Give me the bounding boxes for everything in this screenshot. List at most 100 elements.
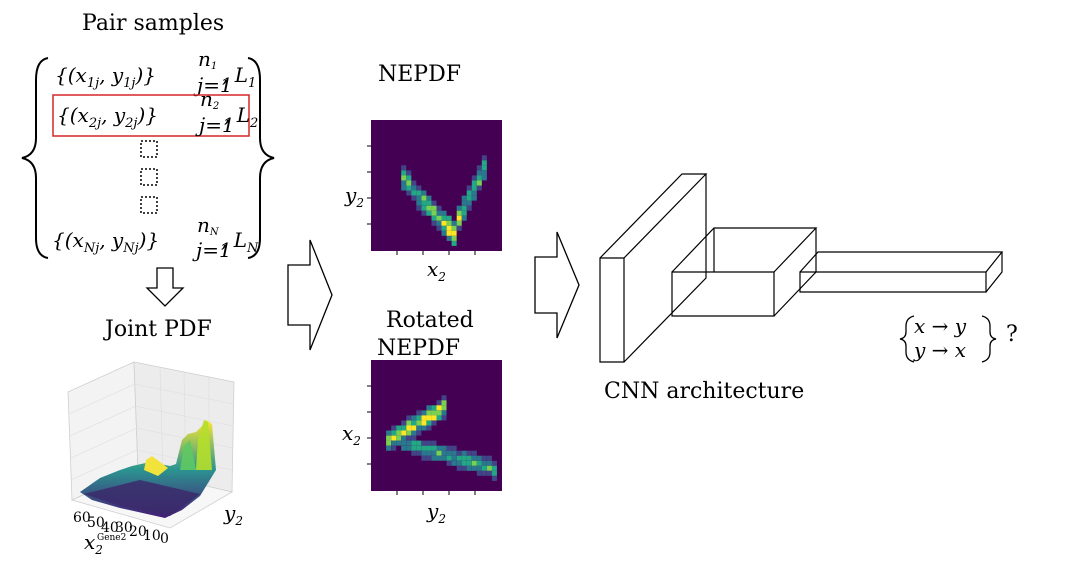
pair-row-1: {(x1j, y1j)} n1 j=1 , L1 — [55, 47, 256, 97]
heatmap-cell — [421, 450, 427, 456]
heatmap-cell — [436, 225, 442, 231]
rotated-title-line1: Rotated — [386, 308, 474, 333]
heatmap-cell — [411, 435, 417, 441]
heatmap-cell — [446, 230, 452, 236]
heatmap-cell — [401, 440, 407, 446]
heatmap-cell — [451, 225, 457, 231]
heatmap-cell — [416, 440, 422, 446]
heatmap-cell — [471, 450, 477, 456]
heatmap-cell — [436, 205, 442, 211]
heatmap-cell — [441, 215, 447, 221]
svg-text:50: 50 — [87, 515, 105, 531]
heatmap-cell — [466, 195, 472, 201]
heatmap-cell — [401, 165, 407, 171]
svg-text:0: 0 — [160, 531, 169, 547]
svg-text:60: 60 — [73, 510, 91, 526]
heatmap-cell — [471, 185, 477, 191]
heatmap-cell — [491, 470, 497, 476]
rotated-title-line2: NEPDF — [377, 336, 460, 361]
heatmap-cell — [451, 240, 457, 246]
heatmap-cell — [411, 430, 417, 436]
heatmap-cell — [451, 235, 457, 241]
svg-text:40: 40 — [101, 520, 119, 536]
heatmap-cell — [426, 205, 432, 211]
heatmap-cell — [486, 465, 492, 471]
heatmap-cell — [471, 190, 477, 196]
heatmap-cell — [426, 420, 432, 426]
heatmap-cell — [466, 185, 472, 191]
ellipsis-box-2 — [140, 168, 158, 186]
heatmap-cell — [431, 405, 437, 411]
heatmap-cell — [391, 440, 397, 446]
heatmap-cell — [426, 210, 432, 216]
heatmap-cell — [416, 410, 422, 416]
heatmap-cell — [441, 400, 447, 406]
heatmap-cell — [406, 440, 412, 446]
heatmap-cell — [471, 195, 477, 201]
heatmap-cell — [481, 155, 487, 161]
heatmap-cell — [431, 210, 437, 216]
heatmap-cell — [471, 180, 477, 186]
svg-text:x2: x2 — [427, 257, 446, 284]
heatmap-cell — [416, 415, 422, 421]
heatmap-cell — [411, 445, 417, 451]
heatmap-cell — [416, 190, 422, 196]
heatmap-cell — [401, 420, 407, 426]
heatmap-cell — [451, 220, 457, 226]
heatmap-cell — [456, 460, 462, 466]
heatmap-cell — [426, 440, 432, 446]
heatmap-cell — [431, 215, 437, 221]
heatmap-cell — [441, 415, 447, 421]
heatmap-cell — [436, 415, 442, 421]
svg-text:{(xNj, yNj)}: {(xNj, yNj)} — [52, 228, 159, 256]
heatmap-cell — [436, 220, 442, 226]
svg-text:x2: x2 — [84, 530, 103, 557]
heatmap-cell — [421, 415, 427, 421]
heatmap-cell — [406, 420, 412, 426]
heatmap-cell — [466, 455, 472, 461]
heatmap-cell — [441, 410, 447, 416]
left-brace — [21, 57, 49, 259]
heatmap-cell — [411, 450, 417, 456]
heatmap-cell — [436, 215, 442, 221]
heatmap-cell — [431, 420, 437, 426]
heatmap-cell — [436, 210, 442, 216]
right-arrow-1 — [287, 239, 333, 351]
heatmap-cell — [481, 170, 487, 176]
heatmap-cell — [461, 205, 467, 211]
pair-row-2: {(x2j, y2j)} n2 j=1 , L2 — [57, 87, 258, 137]
heatmap-cell — [441, 230, 447, 236]
heatmap-cell — [431, 450, 437, 456]
heatmap-cell — [446, 460, 452, 466]
heatmap-cell — [421, 210, 427, 216]
svg-text:, L2: , L2 — [224, 103, 258, 131]
heatmap-cell — [456, 455, 462, 461]
heatmap-cell — [461, 200, 467, 206]
svg-text:, LN: , LN — [221, 228, 259, 256]
heatmap-cell — [461, 195, 467, 201]
heatmap-cell — [411, 195, 417, 201]
heatmap-cell — [431, 205, 437, 211]
svg-text:x → y: x → y — [914, 314, 967, 338]
heatmap-cell — [396, 425, 402, 431]
heatmap-cell — [406, 180, 412, 186]
heatmap-cell — [401, 180, 407, 186]
heatmap-cell — [396, 435, 402, 441]
heatmap-cell — [451, 460, 457, 466]
heatmap-cell — [416, 445, 422, 451]
heatmap-cell — [476, 175, 482, 181]
heatmap-cell — [421, 440, 427, 446]
svg-text:y → x: y → x — [913, 338, 966, 362]
heatmap-cell — [486, 455, 492, 461]
heatmap-cell — [401, 175, 407, 181]
heatmap-cell — [416, 205, 422, 211]
heatmap-cell — [421, 190, 427, 196]
heatmap-cell — [401, 430, 407, 436]
heatmap-cell — [466, 465, 472, 471]
heatmap-cell — [401, 435, 407, 441]
heatmap-cell — [391, 435, 397, 441]
heatmap-cell — [421, 195, 427, 201]
heatmap-cell — [411, 180, 417, 186]
heatmap-cell — [421, 205, 427, 211]
